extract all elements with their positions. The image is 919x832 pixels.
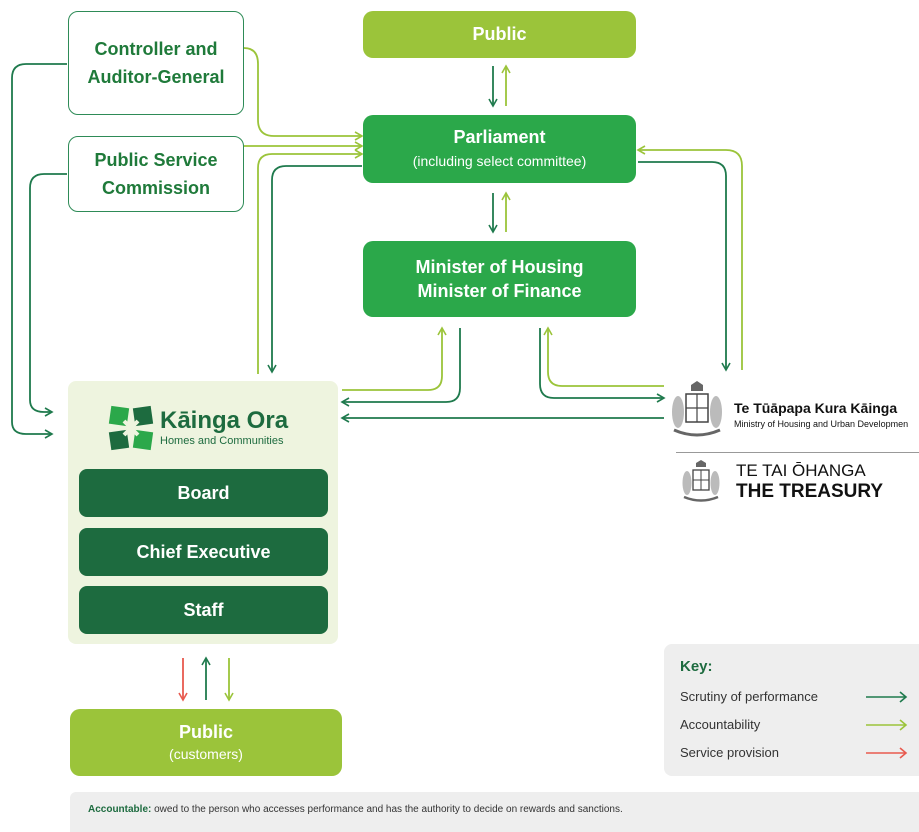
staff-box: Staff (79, 586, 328, 634)
key-item-scrutiny: Scrutiny of performance (680, 688, 910, 706)
controller-auditor-general-box: Controller and Auditor-General (68, 11, 244, 115)
controller-label: Controller and Auditor-General (87, 39, 225, 87)
kainga-ora-name: Kāinga Ora (160, 407, 289, 434)
hud-subtitle: Ministry of Housing and Urban Developmen (734, 419, 909, 429)
hud-name: Te Tūāpapa Kura Kāinga (734, 400, 898, 416)
kainga-ora-tagline: Homes and Communities (160, 435, 284, 447)
key-label-service: Service provision (680, 745, 779, 760)
footnote-bar: Accountable: owed to the person who acce… (70, 792, 919, 832)
public-customers-title: Public (178, 721, 233, 742)
footnote-text: Accountable: owed to the person who acce… (88, 804, 623, 815)
hud-logo-block: Te Tūāpapa Kura Kāinga Ministry of Housi… (664, 380, 919, 442)
treasury-coat-of-arms-icon (682, 460, 720, 502)
arrow-agencies-to-ministers (543, 326, 664, 387)
minister-housing: Minister of Housing (415, 257, 584, 277)
agency-divider (676, 452, 919, 453)
staff-label: Staff (183, 599, 224, 620)
arrow-ministers-to-agencies (539, 328, 666, 403)
public-top-label: Public (472, 24, 527, 44)
public-service-commission-box: Public Service Commission (68, 136, 244, 212)
key-panel: Key: Scrutiny of performance Accountabil… (664, 644, 919, 776)
arrow-psc-to-kainga (29, 173, 67, 417)
kainga-ora-panel: Kāinga Ora Homes and Communities Board C… (68, 381, 338, 644)
public-customers-box: Public (customers) (70, 709, 342, 776)
arrow-parliament-to-kainga (267, 165, 362, 374)
lime-arrow-icon (866, 719, 908, 731)
chief-executive-label: Chief Executive (136, 541, 271, 562)
kainga-ora-logo: Kāinga Ora Homes and Communities (108, 403, 308, 453)
red-arrow-icon (866, 747, 908, 759)
treasury-english-name: THE TREASURY (736, 481, 884, 502)
arrow-kainga-to-parliament (257, 149, 364, 374)
minister-finance: Minister of Finance (417, 281, 582, 301)
psc-label: Public Service Commission (94, 150, 218, 198)
arrow-agencies-to-parliament (636, 145, 743, 370)
board-box: Board (79, 469, 328, 517)
key-title: Key: (680, 658, 713, 675)
key-item-service: Service provision (680, 744, 910, 762)
treasury-logo-block: TE TAI ŌHANGA THE TREASURY (676, 459, 919, 505)
key-item-accountability: Accountability (680, 716, 910, 734)
public-customers-subtitle: (customers) (169, 745, 243, 762)
treasury-maori-name: TE TAI ŌHANGA (736, 461, 866, 480)
arrow-controller-to-parliament (243, 47, 364, 141)
coat-of-arms-icon (672, 381, 722, 437)
board-label: Board (177, 482, 230, 503)
footnote-definition: owed to the person who accesses performa… (151, 804, 623, 815)
parliament-subtitle: (including select committee) (412, 153, 587, 169)
arrow-parliament-to-agencies (638, 161, 731, 372)
kainga-ora-logo-icon (108, 405, 154, 451)
dark-green-arrow-icon (866, 691, 908, 703)
chief-executive-box: Chief Executive (79, 528, 328, 576)
public-top-box: Public (363, 11, 636, 58)
key-label-scrutiny: Scrutiny of performance (680, 689, 819, 704)
ministers-box: Minister of Housing Minister of Finance (363, 241, 636, 317)
footnote-term: Accountable: (88, 804, 152, 815)
parliament-title: Parliament (453, 127, 546, 147)
arrow-kainga-to-ministers (342, 326, 447, 391)
key-label-accountability: Accountability (680, 717, 761, 732)
parliament-box: Parliament (including select committee) (363, 115, 636, 183)
arrow-controller-to-kainga (11, 63, 67, 439)
arrow-ministers-to-kainga (340, 328, 461, 407)
